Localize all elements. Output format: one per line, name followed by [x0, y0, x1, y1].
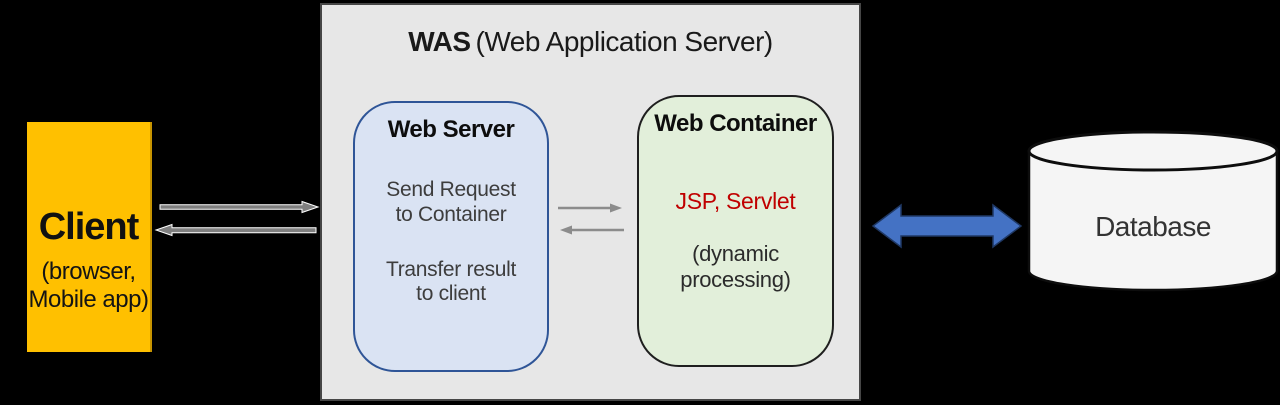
was-database-arrow — [871, 203, 1023, 249]
was-title-sub: (Web Application Server) — [475, 26, 774, 57]
web-container-title: Web Container — [654, 110, 817, 137]
client-title: Client — [38, 206, 140, 248]
container-to-server-arrow-icon — [560, 225, 572, 235]
was-database-double-arrow-icon — [871, 203, 1023, 249]
web-container-box: Web Container JSP, Servlet (dynamic proc… — [637, 95, 834, 367]
web-server-body-line2: Transfer result to client — [385, 257, 517, 306]
database-cylinder-icon — [1027, 130, 1279, 292]
database-label: Database — [1095, 211, 1211, 242]
server-container-arrows — [558, 203, 624, 235]
web-server-box: Web Server Send Request to Container Tra… — [353, 101, 549, 372]
client-box: Client (browser, Mobile app) — [27, 122, 152, 352]
web-container-highlight: JSP, Servlet — [675, 188, 796, 214]
was-title-main: WAS — [408, 26, 471, 57]
client-was-arrows — [154, 200, 320, 237]
client-subtitle: (browser, Mobile app) — [28, 258, 149, 314]
database-cylinder-body — [1027, 151, 1279, 292]
was-title: WAS(Web Application Server) — [322, 26, 859, 58]
web-server-body-line1: Send Request to Container — [386, 178, 516, 226]
web-container-note: (dynamic processing) — [680, 241, 791, 292]
server-to-container-arrow-icon — [610, 203, 622, 213]
client-to-was-request-arrow-icon — [159, 200, 320, 214]
web-server-title: Web Server — [387, 116, 515, 143]
database-cylinder-top — [1027, 130, 1279, 172]
was-to-client-response-arrow-icon — [154, 223, 317, 237]
